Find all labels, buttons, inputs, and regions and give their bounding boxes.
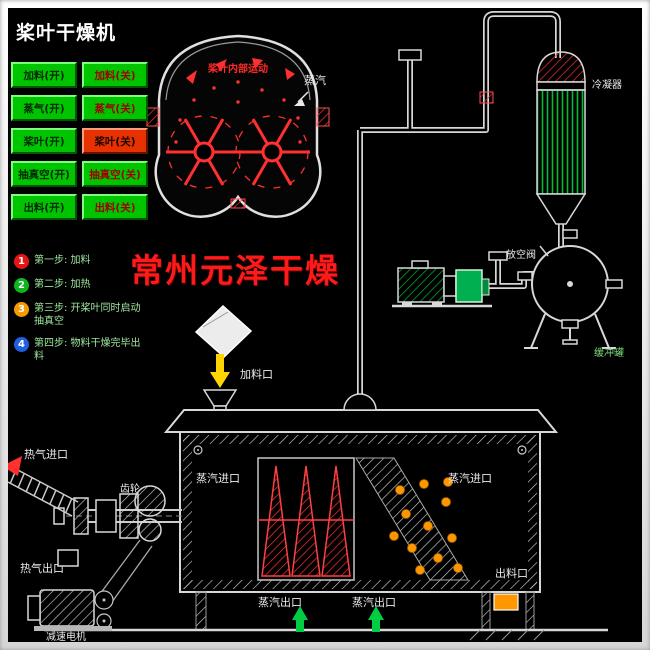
ground-hatch bbox=[469, 629, 545, 641]
button-feed-on[interactable]: 加料(开) bbox=[11, 62, 77, 88]
hot-gas-arrow-icon bbox=[8, 456, 22, 476]
step-text: 第二步: 加热 bbox=[34, 279, 91, 290]
step-item-3: 3 第三步: 开桨叶同时启动抽真空 bbox=[14, 302, 142, 328]
button-paddle-on[interactable]: 桨叶(开) bbox=[11, 128, 77, 154]
discharge-gate bbox=[493, 593, 519, 611]
vacuum-pump bbox=[392, 260, 492, 308]
step-text: 第四步: 物料干燥完毕出料 bbox=[34, 338, 141, 362]
pump-body bbox=[455, 269, 483, 303]
condenser-vessel: 冷凝器 bbox=[535, 51, 622, 225]
material-granules bbox=[389, 477, 463, 575]
pump-coupling bbox=[443, 275, 457, 297]
steam-label: 蒸汽 bbox=[304, 73, 326, 87]
steam-arrow-icon bbox=[294, 99, 305, 106]
button-steam-off[interactable]: 蒸气(关) bbox=[82, 95, 148, 121]
dryer-roof bbox=[163, 409, 559, 433]
button-steam-on[interactable]: 蒸气(开) bbox=[11, 95, 77, 121]
corrugated-hose bbox=[8, 467, 79, 517]
brand-watermark: 常州元泽干燥 bbox=[130, 251, 340, 290]
motor-fan-cover bbox=[27, 595, 41, 621]
feed-port-label: 加料口 bbox=[240, 367, 273, 381]
feed-down-arrow-icon bbox=[210, 354, 230, 388]
drum-caption: 桨叶内部运动 bbox=[207, 62, 268, 75]
step-item-4: 4 第四步: 物料干燥完毕出料 bbox=[14, 337, 142, 363]
vapor-dome bbox=[343, 393, 377, 411]
steam-outlet-left-label: 蒸汽出口 bbox=[258, 595, 302, 609]
hmi-screen: 冷凝器 放空阀 缓冲罐 bbox=[8, 8, 642, 642]
hot-gas-outlet-label: 热气出口 bbox=[20, 561, 64, 575]
steam-outlet-right-label: 蒸汽出口 bbox=[352, 595, 396, 609]
steam-inlet-left-label: 蒸汽进口 bbox=[196, 471, 240, 485]
pipe-flange bbox=[488, 251, 508, 261]
button-feed-off[interactable]: 加料(关) bbox=[82, 62, 148, 88]
feed-hopper: 加料口 bbox=[194, 304, 273, 412]
drum-right-nozzle bbox=[316, 107, 330, 127]
buffer-tank: 放空阀 缓冲罐 bbox=[506, 229, 624, 359]
feed-bag bbox=[194, 304, 253, 359]
button-paddle-off[interactable]: 桨叶(关) bbox=[82, 128, 148, 154]
gear-small bbox=[138, 518, 162, 542]
drum-cross-section: 桨叶内部运动 蒸汽 bbox=[146, 34, 330, 218]
drum-bottom-nozzle bbox=[230, 198, 246, 209]
buffer-tank-label: 缓冲罐 bbox=[594, 346, 624, 359]
step-number-badge: 1 bbox=[14, 254, 29, 269]
step-number-badge: 3 bbox=[14, 302, 29, 317]
motion-arrow-icons bbox=[174, 58, 302, 144]
motor-body bbox=[39, 589, 95, 627]
step-text: 第三步: 开桨叶同时启动抽真空 bbox=[34, 303, 141, 327]
dryer-shell bbox=[179, 431, 541, 593]
drum-left-nozzle bbox=[146, 107, 160, 127]
material-chute bbox=[355, 457, 469, 581]
paddle-compartment bbox=[257, 457, 355, 581]
step-number-badge: 4 bbox=[14, 337, 29, 352]
hot-gas-inlet-label: 热气进口 bbox=[24, 447, 68, 461]
button-discharge-on[interactable]: 出料(开) bbox=[11, 194, 77, 220]
process-schematic: 冷凝器 放空阀 缓冲罐 bbox=[8, 11, 624, 642]
green-up-arrow-icon bbox=[368, 606, 384, 632]
green-up-arrow-icon bbox=[292, 606, 308, 632]
button-vacuum-on[interactable]: 抽真空(开) bbox=[11, 161, 77, 187]
button-vacuum-off[interactable]: 抽真空(关) bbox=[82, 161, 148, 187]
gear-label: 齿轮 bbox=[120, 482, 140, 495]
steam-inlet-right-label: 蒸汽进口 bbox=[448, 471, 492, 485]
step-item-1: 1 第一步: 加料 bbox=[14, 254, 142, 269]
bearing-block bbox=[95, 499, 117, 533]
pipe-gasket bbox=[479, 91, 494, 104]
vent-valve-icon bbox=[562, 229, 578, 239]
dryer-body: 蒸汽进口 蒸汽进口 出料口 bbox=[44, 393, 608, 641]
right-paddle-rotor bbox=[234, 115, 310, 189]
step-text: 第一步: 加料 bbox=[34, 255, 91, 266]
feed-funnel bbox=[202, 389, 238, 407]
outlet-port bbox=[57, 549, 79, 567]
step-number-badge: 2 bbox=[14, 278, 29, 293]
drive-train: 齿轮 热气进口 热气出口 bbox=[8, 447, 182, 603]
button-discharge-off[interactable]: 出料(关) bbox=[82, 194, 148, 220]
vacuum-piping bbox=[357, 11, 564, 394]
step-item-2: 2 第二步: 加热 bbox=[14, 278, 142, 293]
vent-valve-label: 放空阀 bbox=[506, 248, 536, 261]
gear-motor: 减速电机 bbox=[27, 589, 114, 642]
operation-steps: 1 第一步: 加料 2 第二步: 加热 3 第三步: 开桨叶同时启动抽真空 4 … bbox=[14, 254, 142, 363]
pump-motor bbox=[397, 267, 445, 303]
pipe-flange bbox=[398, 49, 422, 61]
discharge-port-label: 出料口 bbox=[495, 566, 528, 580]
shaft-gland bbox=[73, 497, 89, 535]
condenser-label: 冷凝器 bbox=[592, 78, 622, 91]
page-title: 桨叶干燥机 bbox=[16, 22, 117, 44]
control-button-grid: 加料(开) 加料(关) 蒸气(开) 蒸气(关) 桨叶(开) 桨叶(关) 抽真空(… bbox=[11, 62, 148, 220]
left-paddle-rotor bbox=[166, 115, 242, 189]
steam-outlet-arrows: 蒸汽出口 蒸汽出口 bbox=[258, 595, 396, 632]
gear-motor-label: 减速电机 bbox=[46, 630, 86, 642]
